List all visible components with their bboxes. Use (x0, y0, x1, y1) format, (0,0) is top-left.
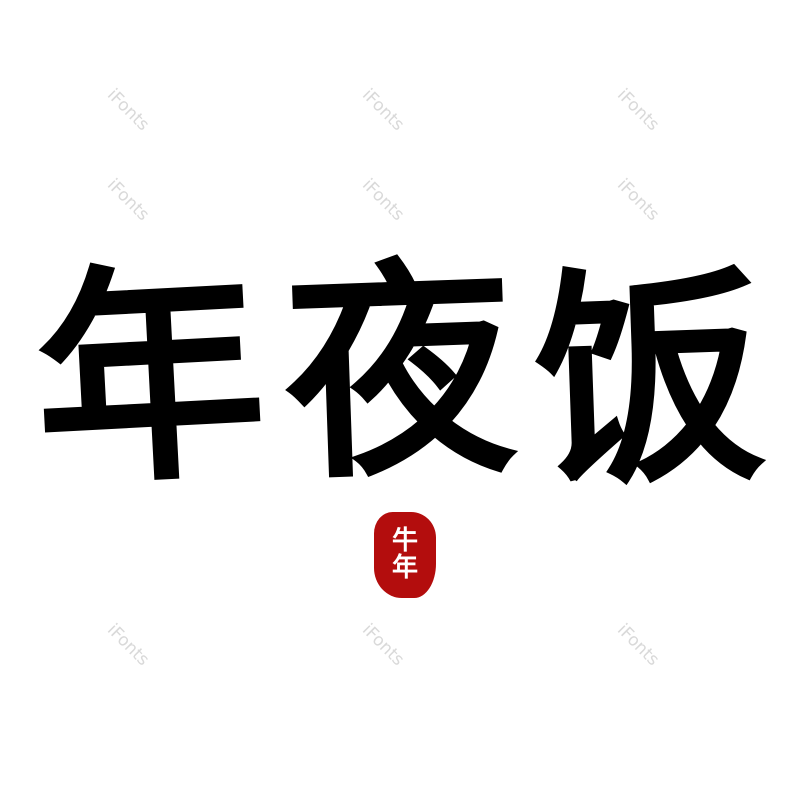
calligraphy-character: 年 (28, 240, 272, 519)
red-seal-stamp: 牛 年 (374, 512, 436, 598)
seal-character: 年 (391, 553, 418, 583)
seal-character: 牛 (391, 525, 418, 556)
calligraphy-character: 饭 (530, 244, 770, 519)
calligraphy-character: 夜 (280, 237, 520, 512)
